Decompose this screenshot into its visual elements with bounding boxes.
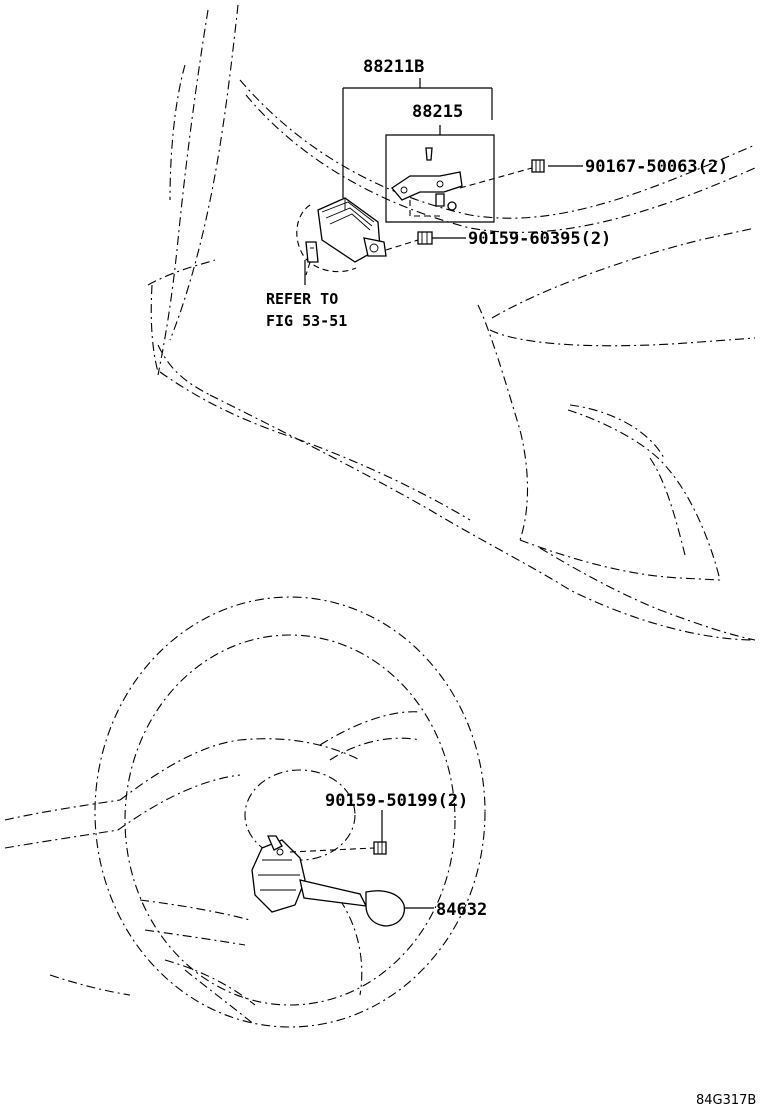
install-path-upper [459, 167, 533, 189]
install-path-switch [289, 847, 375, 853]
callout-84632: 84632 [436, 900, 487, 920]
vehicle-front-outline [147, 4, 756, 641]
bolt-90167-icon [531, 159, 545, 173]
sensor-bracket [391, 147, 463, 217]
callout-90159-50199: 90159-50199(2) [325, 791, 468, 811]
refer-to-note-line2: FIG 53-51 [266, 312, 347, 330]
combination-switch [251, 835, 406, 927]
refer-to-note-line1: REFER TO [266, 290, 338, 308]
diagram-code: 84G317B [696, 1093, 756, 1108]
callout-90167-50063: 90167-50063(2) [585, 157, 728, 177]
steering-wheel-outline [4, 596, 486, 1028]
callout-90159-60395: 90159-60395(2) [468, 229, 611, 249]
bolt-90159-50199-icon [373, 841, 387, 855]
callout-88211b: 88211B [363, 57, 424, 77]
install-path-clip [305, 261, 311, 276]
radar-sensor-assembly [296, 197, 387, 273]
callout-88215: 88215 [412, 102, 463, 122]
callout-leaders-upper [304, 78, 583, 285]
bolt-90159-60395-icon [417, 231, 433, 245]
install-path-lower [385, 239, 419, 251]
